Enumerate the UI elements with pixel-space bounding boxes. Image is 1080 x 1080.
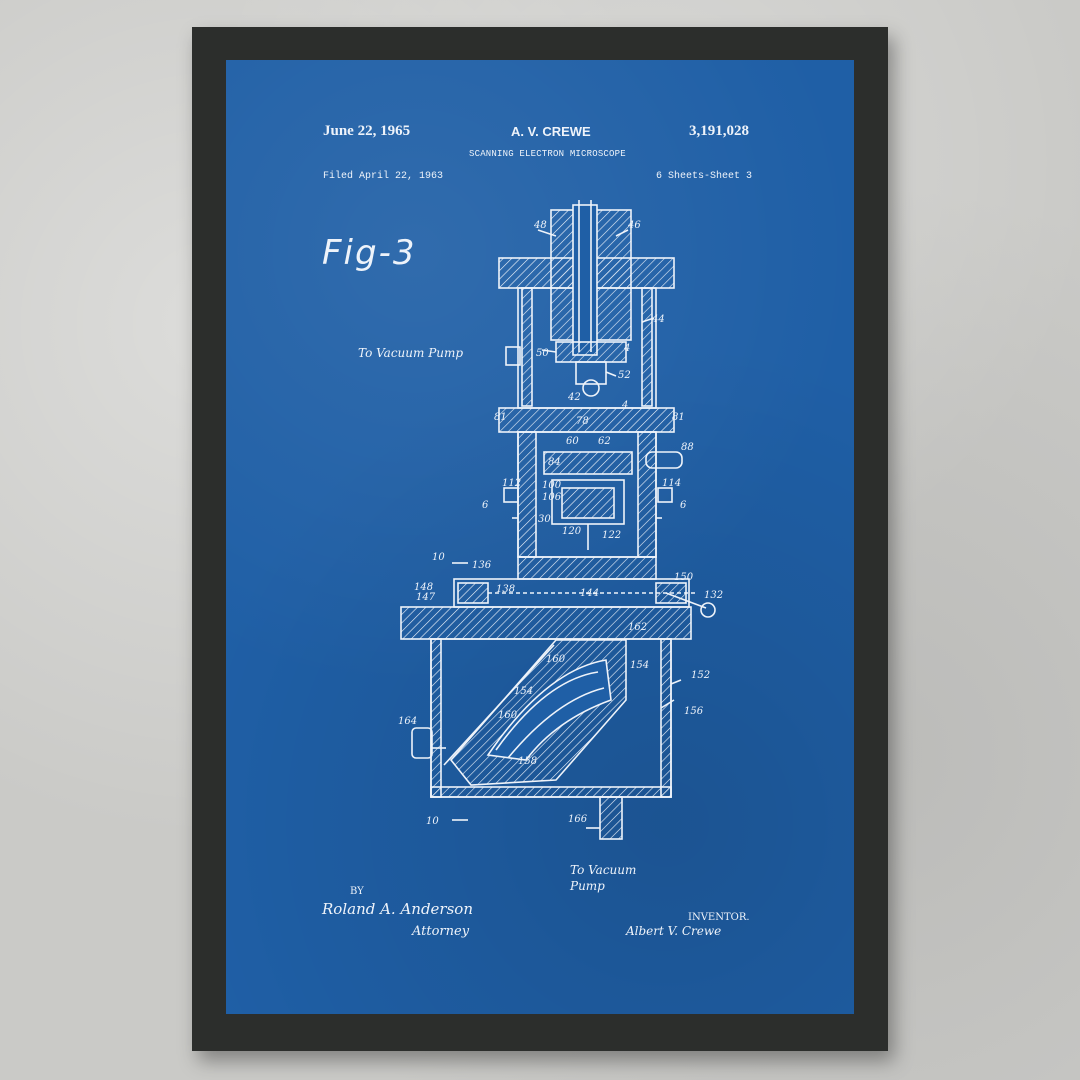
svg-text:122: 122 bbox=[602, 530, 621, 541]
by-label: BY bbox=[350, 886, 364, 897]
svg-text:150: 150 bbox=[674, 572, 694, 583]
svg-text:120: 120 bbox=[562, 526, 582, 537]
svg-text:4: 4 bbox=[623, 343, 630, 354]
svg-text:10: 10 bbox=[432, 552, 445, 563]
svg-text:10: 10 bbox=[426, 816, 439, 827]
patent-sheets: 6 Sheets-Sheet 3 bbox=[656, 171, 753, 182]
svg-text:6: 6 bbox=[482, 500, 489, 511]
svg-text:44: 44 bbox=[651, 314, 665, 325]
svg-text:136: 136 bbox=[472, 560, 492, 571]
svg-text:50: 50 bbox=[536, 348, 549, 359]
svg-text:154: 154 bbox=[630, 660, 649, 671]
inventor-label: INVENTOR. bbox=[688, 912, 750, 923]
svg-text:84: 84 bbox=[548, 457, 561, 468]
svg-text:152: 152 bbox=[691, 670, 710, 681]
svg-text:112: 112 bbox=[502, 478, 521, 489]
svg-text:4: 4 bbox=[621, 400, 628, 411]
svg-text:162: 162 bbox=[628, 622, 647, 633]
side-port bbox=[411, 727, 433, 759]
patent-filed-date: Filed April 22, 1963 bbox=[323, 171, 444, 182]
vacuum-pump-label-top: To Vacuum Pump bbox=[358, 346, 464, 360]
microscope-drawing: 48 46 44 50 4 52 42 4 81 81 78 60 62 88 … bbox=[398, 200, 723, 840]
svg-text:81: 81 bbox=[494, 412, 507, 423]
svg-text:6: 6 bbox=[680, 500, 687, 511]
svg-text:46: 46 bbox=[627, 220, 641, 231]
svg-text:132: 132 bbox=[704, 590, 723, 601]
svg-text:164: 164 bbox=[398, 716, 417, 727]
svg-text:88: 88 bbox=[681, 442, 694, 453]
svg-text:100: 100 bbox=[542, 480, 562, 491]
svg-text:144: 144 bbox=[580, 588, 599, 599]
bottom-pipe bbox=[599, 796, 623, 840]
vacuum-pump-label-bottom: To Vacuum Pump bbox=[570, 863, 637, 893]
svg-text:62: 62 bbox=[598, 436, 611, 447]
patent-inventor-header: A. V. CREWE bbox=[511, 124, 591, 139]
svg-text:158: 158 bbox=[518, 756, 537, 767]
svg-text:154: 154 bbox=[514, 686, 533, 697]
svg-text:60: 60 bbox=[566, 436, 579, 447]
svg-text:160: 160 bbox=[498, 710, 518, 721]
svg-text:148: 148 bbox=[414, 582, 433, 593]
svg-text:166: 166 bbox=[568, 814, 588, 825]
inventor-signature: Albert V. Crewe bbox=[626, 924, 722, 938]
patent-date: June 22, 1965 bbox=[323, 123, 411, 139]
figure-label: Fig-3 bbox=[322, 233, 417, 273]
svg-text:42: 42 bbox=[567, 392, 581, 403]
svg-text:106: 106 bbox=[542, 492, 562, 503]
attorney-label: Attorney bbox=[412, 924, 470, 939]
blueprint-print: June 22, 1965 A. V. CREWE 3,191,028 SCAN… bbox=[226, 60, 854, 1014]
svg-text:30: 30 bbox=[538, 514, 551, 525]
svg-text:52: 52 bbox=[618, 370, 631, 381]
svg-text:147: 147 bbox=[416, 592, 436, 603]
patent-title: SCANNING ELECTRON MICROSCOPE bbox=[469, 149, 626, 159]
attorney-signature: Roland A. Anderson bbox=[322, 900, 473, 918]
svg-text:48: 48 bbox=[533, 220, 547, 231]
svg-text:138: 138 bbox=[496, 584, 515, 595]
middle-flange bbox=[498, 407, 675, 433]
svg-text:81: 81 bbox=[672, 412, 685, 423]
chamber-flange bbox=[400, 606, 692, 640]
svg-text:114: 114 bbox=[662, 478, 681, 489]
svg-text:156: 156 bbox=[684, 706, 704, 717]
svg-text:78: 78 bbox=[576, 416, 589, 427]
svg-text:160: 160 bbox=[546, 654, 566, 665]
patent-number: 3,191,028 bbox=[689, 123, 749, 139]
